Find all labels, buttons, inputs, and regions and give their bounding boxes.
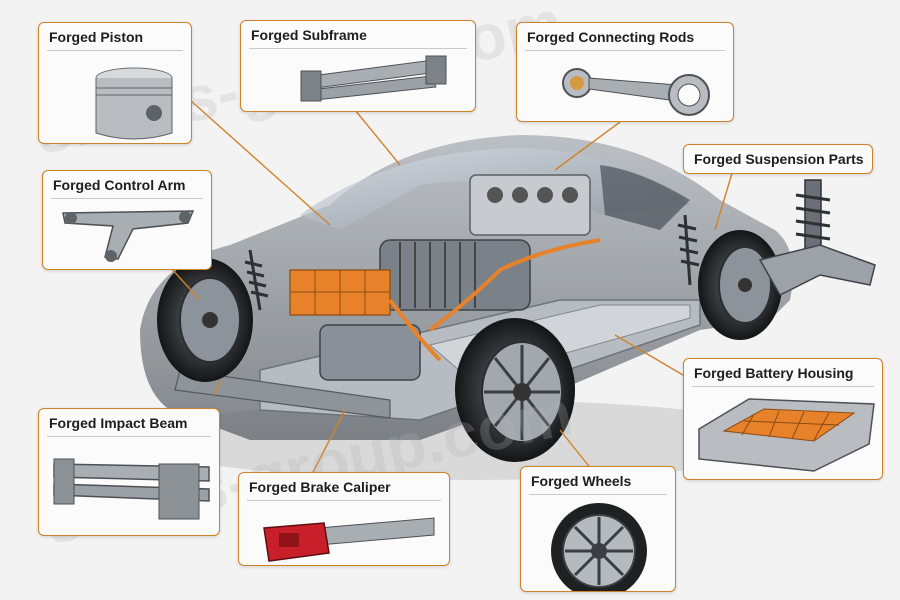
label-forged-impact-beam: Forged Impact Beam [49,415,188,431]
divider [525,50,725,51]
label-forged-subframe: Forged Subframe [251,27,367,43]
divider [47,436,211,437]
card-forged-impact-beam: Forged Impact Beam [38,408,220,536]
front-strut [244,249,269,311]
front-beam [174,369,391,419]
divider [692,386,874,387]
card-forged-subframe: Forged Subframe [240,20,476,112]
divider [47,50,183,51]
rear-motor [319,324,421,381]
label-forged-wheels: Forged Wheels [531,473,632,489]
wheel-image [551,503,647,591]
card-forged-connecting-rods: Forged Connecting Rods [516,22,734,122]
brake-caliper-image [263,517,435,562]
control-arm-image [62,210,195,262]
divider [247,500,441,501]
card-forged-suspension-parts: Forged Suspension Parts [683,144,873,174]
card-forged-wheels: Forged Wheels [520,466,676,592]
rear-strut [677,214,700,286]
front-near-wheel [455,318,575,462]
card-forged-brake-caliper: Forged Brake Caliper [238,472,450,566]
label-forged-suspension-parts: Forged Suspension Parts [694,151,864,167]
piston-image [95,67,173,140]
battery-housing-image [698,398,875,472]
card-forged-battery-housing: Forged Battery Housing [683,358,883,480]
card-forged-piston: Forged Piston [38,22,192,144]
divider [51,198,203,199]
connecting-rod-image [562,68,710,116]
subframe-image [300,55,447,102]
side-window [600,165,690,230]
battery-module [289,269,391,316]
motor-housing [379,239,531,311]
label-forged-control-arm: Forged Control Arm [53,177,186,193]
engine-block [469,174,591,236]
windshield-glass [300,148,690,230]
divider [529,494,667,495]
card-forged-control-arm: Forged Control Arm [42,170,212,270]
suspension-assembly [758,179,876,296]
label-forged-battery-housing: Forged Battery Housing [694,365,854,381]
divider [249,48,467,49]
rear-wheel [698,230,782,340]
label-forged-brake-caliper: Forged Brake Caliper [249,479,391,495]
label-forged-connecting-rods: Forged Connecting Rods [527,29,695,45]
label-forged-piston: Forged Piston [49,29,144,45]
impact-beam-image [53,458,210,520]
front-wheel [157,258,253,382]
